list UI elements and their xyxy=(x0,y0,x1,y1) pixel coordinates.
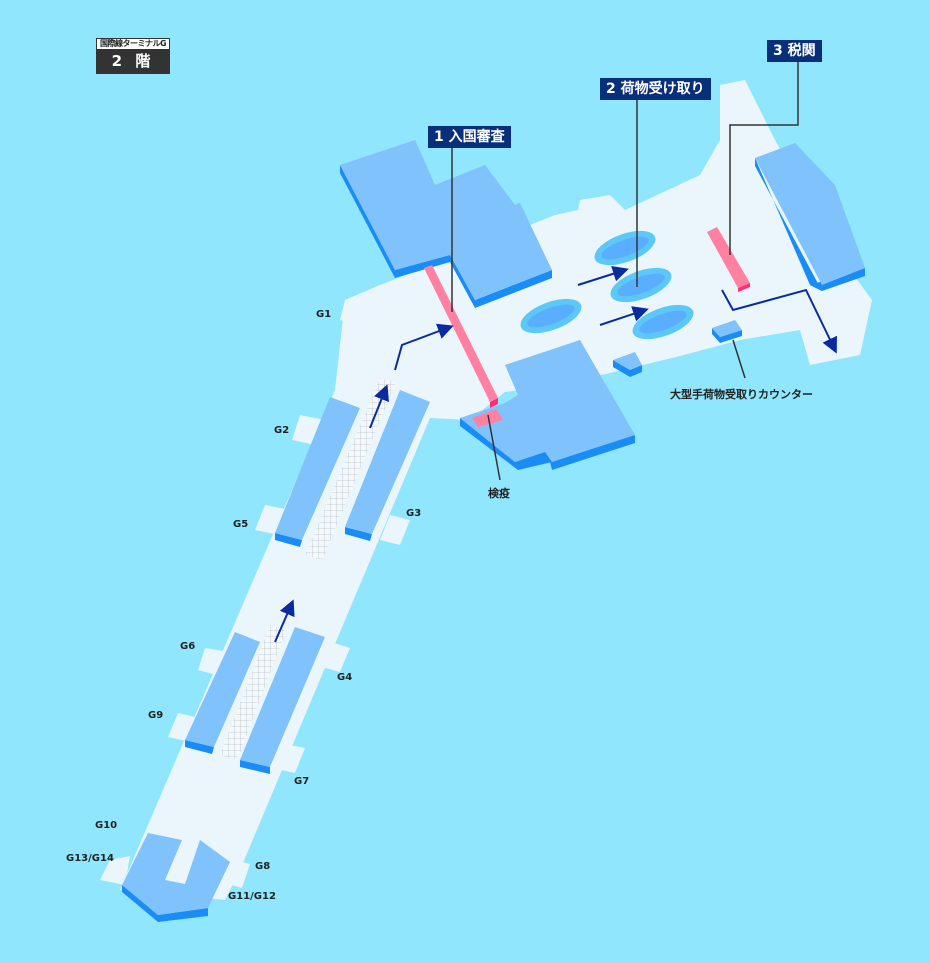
gate-tab-g4 xyxy=(318,640,350,672)
gate-label-g10: G10 xyxy=(95,820,118,831)
escalator-upper xyxy=(305,378,396,560)
floor-badge: 国際線ターミナルG 2 階 xyxy=(96,38,170,74)
callout-customs[interactable]: 3 税関 xyxy=(767,40,822,62)
building-blocks xyxy=(122,140,865,922)
gate-label-g6: G6 xyxy=(180,641,196,652)
customs-counter xyxy=(707,227,750,288)
callout-immigration[interactable]: 1 入国審査 xyxy=(428,126,511,148)
gate-label-g1: G1 xyxy=(316,309,332,320)
oversize-baggage-label: 大型手荷物受取りカウンター xyxy=(670,388,813,401)
floor-number: 2 階 xyxy=(97,49,169,73)
gate-tab-g3 xyxy=(380,515,410,545)
gate-label-g4: G4 xyxy=(337,672,353,683)
gate-label-g9: G9 xyxy=(148,710,164,721)
gate-label-g8: G8 xyxy=(255,861,271,872)
quarantine-counter xyxy=(472,409,503,427)
gate-label-g11-g12: G11/G12 xyxy=(228,891,276,902)
gate-label-g2: G2 xyxy=(274,425,290,436)
leader-lines xyxy=(451,62,799,481)
callout-baggage-claim[interactable]: 2 荷物受け取り xyxy=(600,78,711,100)
gate-label-g5: G5 xyxy=(233,519,249,530)
gate-tab-g7 xyxy=(272,743,305,773)
escalator-lower xyxy=(220,625,286,760)
gate-label-g7: G7 xyxy=(294,776,310,787)
gate-label-g3: G3 xyxy=(406,508,422,519)
gate-tab-g1 xyxy=(340,300,365,325)
gate-tab-g13 xyxy=(100,856,130,885)
immigration-counters xyxy=(424,265,498,408)
floor-area xyxy=(100,80,872,900)
gate-label-g13-g14: G13/G14 xyxy=(66,853,114,864)
baggage-carousels xyxy=(520,230,694,340)
customs-counter-side xyxy=(738,283,750,292)
route-arrows xyxy=(274,266,837,643)
terminal-name: 国際線ターミナルG xyxy=(99,39,167,48)
quarantine-label: 検疫 xyxy=(488,487,510,500)
